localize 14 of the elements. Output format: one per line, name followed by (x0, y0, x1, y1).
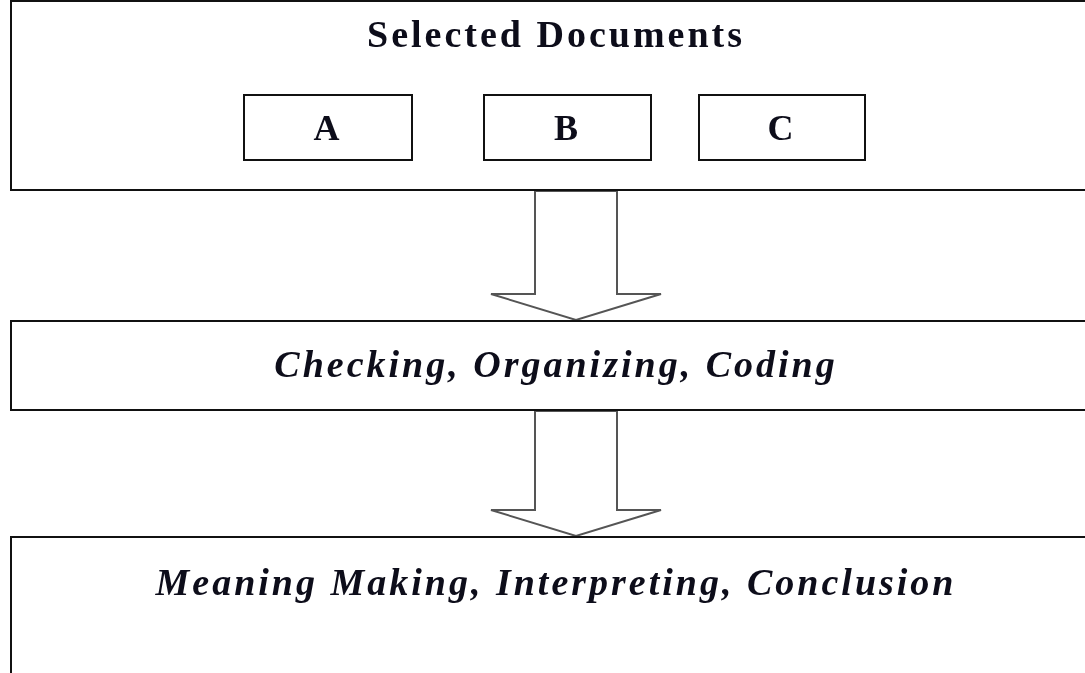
block-arrow (490, 190, 662, 322)
step-label: Checking, Organizing, Coding (273, 342, 839, 387)
document-label: A (312, 106, 344, 149)
block-arrow (490, 410, 662, 538)
document-label: C (766, 106, 798, 149)
step-label: Meaning Making, Interpreting, Conclusion (154, 560, 958, 605)
document-box (698, 94, 866, 161)
process-box (10, 536, 1085, 673)
document-box (243, 94, 413, 161)
group-box (10, 0, 1085, 191)
document-label: B (553, 106, 582, 149)
document-box (483, 94, 652, 161)
group-title: Selected Documents (366, 12, 746, 56)
process-box (10, 320, 1085, 411)
